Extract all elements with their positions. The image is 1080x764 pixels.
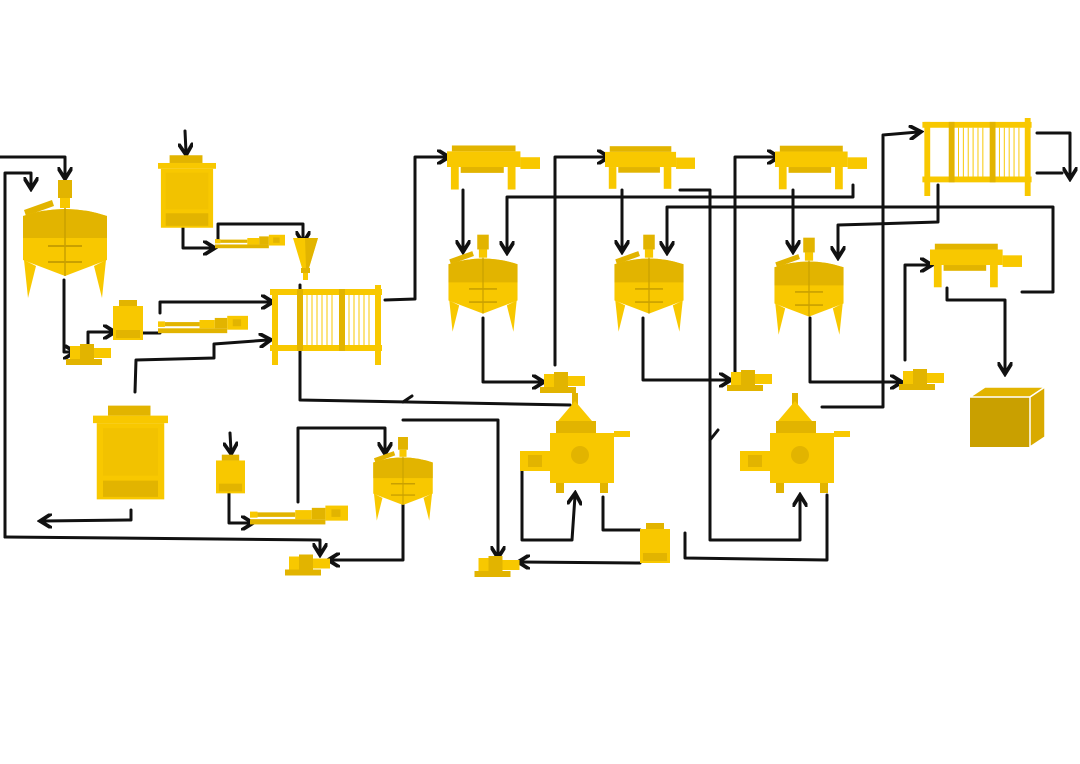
small-vessel-icon[interactable] <box>216 454 245 494</box>
jacketed-mixing-tank-icon[interactable] <box>613 234 685 333</box>
filter-press-icon[interactable] <box>269 285 383 365</box>
pipe <box>521 562 642 563</box>
pipe <box>227 491 250 523</box>
pipe <box>838 183 940 255</box>
decanter-centrifuge-icon[interactable] <box>605 146 695 189</box>
cyclone-icon[interactable] <box>293 238 318 280</box>
disc-separator-centrifuge-icon[interactable] <box>520 393 630 493</box>
decanter-centrifuge-icon[interactable] <box>930 243 1022 288</box>
pipe <box>158 302 270 315</box>
pipe <box>230 431 231 451</box>
pipe <box>667 205 1055 294</box>
decanter-centrifuge-icon[interactable] <box>775 145 867 190</box>
pipe <box>733 157 776 382</box>
centrifugal-pump-icon[interactable] <box>540 372 585 393</box>
pipe <box>86 332 112 347</box>
pipe <box>216 222 303 240</box>
pipe <box>641 316 728 380</box>
pipe <box>181 226 212 248</box>
pipe <box>401 394 414 404</box>
centrifugal-pump-icon[interactable] <box>474 556 520 577</box>
pipe <box>62 278 72 352</box>
hopper-tank-icon[interactable] <box>93 405 168 500</box>
pipe <box>0 155 65 176</box>
screw-pump-icon[interactable] <box>215 234 285 249</box>
pipe <box>1035 131 1070 176</box>
pipe <box>945 286 1005 371</box>
pipe <box>383 157 446 302</box>
hopper-tank-icon[interactable] <box>158 155 216 228</box>
pipe <box>401 418 498 555</box>
screw-pump-icon[interactable] <box>250 505 348 525</box>
pipe <box>808 316 899 382</box>
pipe <box>507 183 855 250</box>
pipe <box>133 340 268 394</box>
pipe <box>185 129 186 152</box>
pipe <box>683 493 829 562</box>
small-vessel-icon[interactable] <box>113 300 143 340</box>
product-box-icon[interactable] <box>970 387 1045 447</box>
pipe <box>678 188 800 542</box>
pipe <box>903 265 929 362</box>
pipe <box>553 157 606 367</box>
equipment <box>22 118 1045 577</box>
centrifugal-pump-icon[interactable] <box>66 344 111 365</box>
centrifugal-pump-icon[interactable] <box>285 554 330 576</box>
centrifugal-pump-icon[interactable] <box>727 370 772 391</box>
pipe <box>331 503 405 560</box>
decanter-centrifuge-icon[interactable] <box>447 145 540 190</box>
pipe <box>820 132 918 409</box>
pipe <box>43 508 133 521</box>
pipe <box>3 535 320 552</box>
small-vessel-icon[interactable] <box>640 523 670 563</box>
screw-pump-icon[interactable] <box>158 315 248 334</box>
pipe <box>601 495 642 532</box>
pipe <box>296 426 385 504</box>
pipe <box>3 171 31 539</box>
pipe <box>481 316 541 382</box>
centrifugal-pump-icon[interactable] <box>899 369 944 390</box>
pipe <box>708 428 720 442</box>
pipe <box>520 455 575 542</box>
